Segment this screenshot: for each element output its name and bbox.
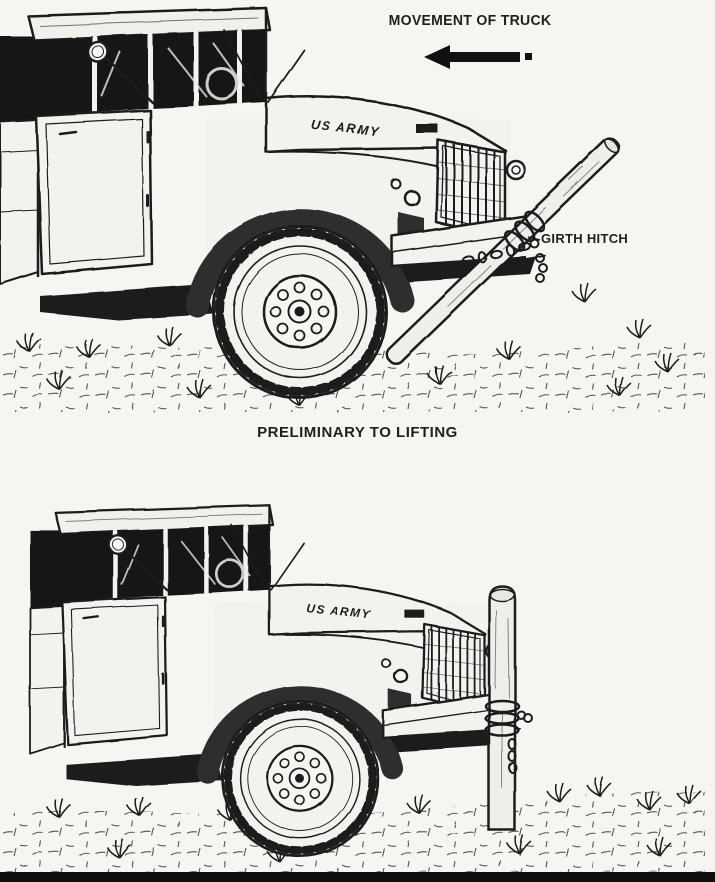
illustration-preliminary-top: US ARMY — [0, 0, 705, 412]
chain-links — [507, 710, 533, 774]
truck-drawing-bottom — [30, 505, 527, 856]
pole-leaning — [385, 137, 621, 366]
page-edge-bar — [0, 872, 715, 882]
us-army-marking-bottom: US ARMY — [306, 601, 372, 622]
girth-hitch-leader-line — [527, 236, 541, 241]
girth-hitch-label: GIRTH HITCH — [541, 231, 629, 246]
pole-upright — [487, 584, 517, 832]
movement-arrow-icon — [424, 45, 532, 69]
truck-drawing-top — [0, 8, 552, 398]
girth-hitch-chain — [484, 699, 520, 737]
illustration-lifting-bottom: US ARMY — [0, 458, 705, 872]
caption-preliminary-to-lifting: PRELIMINARY TO LIFTING — [257, 424, 458, 441]
movement-of-truck-label: MOVEMENT OF TRUCK — [388, 13, 552, 29]
